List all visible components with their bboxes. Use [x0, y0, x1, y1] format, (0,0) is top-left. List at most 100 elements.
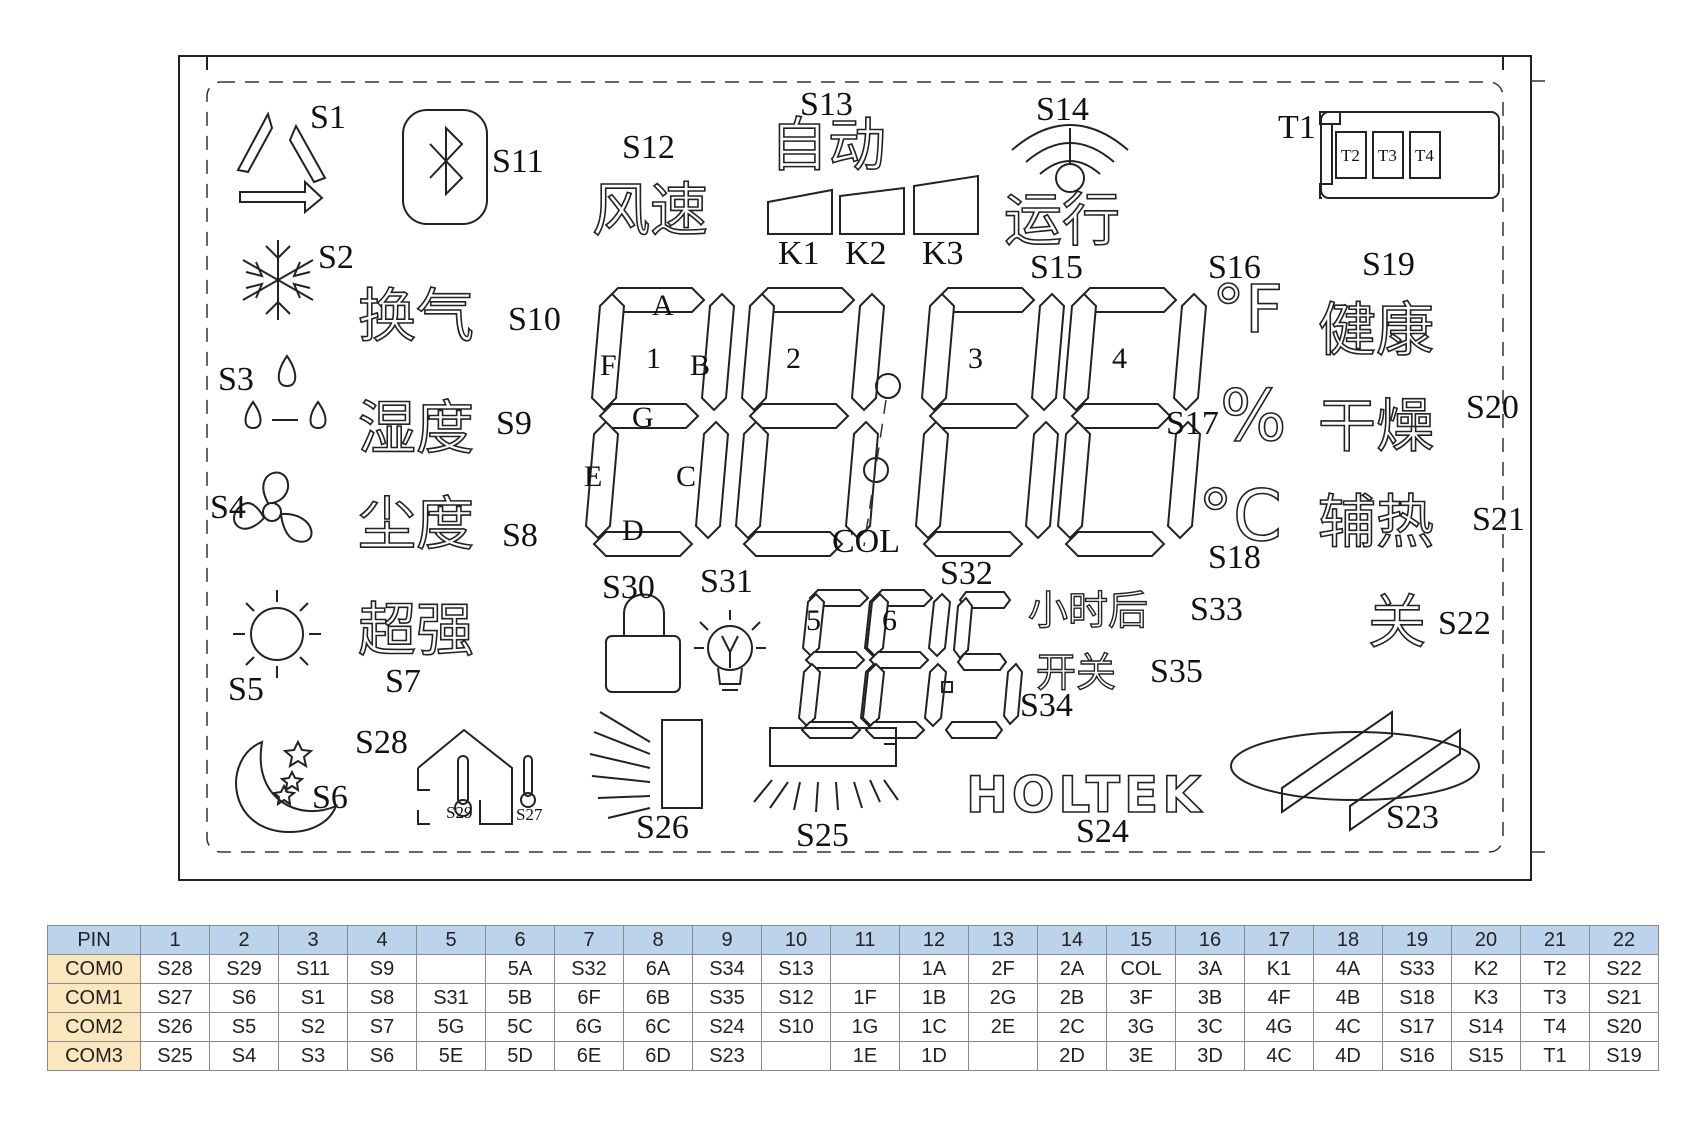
light-bulb-icon — [694, 610, 766, 691]
table-cell — [761, 1041, 831, 1071]
sun-icon — [233, 590, 321, 678]
pin-number-header: 15 — [1106, 925, 1176, 955]
com-row-label: COM0 — [47, 954, 141, 984]
pin-number-header: 1 — [140, 925, 210, 955]
table-cell: S32 — [554, 954, 624, 984]
table-cell: 4B — [1313, 983, 1383, 1013]
table-cell: S28 — [140, 954, 210, 984]
table-cell: 6G — [554, 1012, 624, 1042]
fahrenheit-symbol: °F — [1212, 271, 1283, 348]
table-cell: 6B — [623, 983, 693, 1013]
snowflake-icon — [242, 240, 314, 320]
table-cell: 6F — [554, 983, 624, 1013]
s13-label: S13 — [800, 86, 853, 123]
pin-number-header: 21 — [1520, 925, 1590, 955]
table-cell: S14 — [1451, 1012, 1521, 1042]
table-cell: K2 — [1451, 954, 1521, 984]
table-cell: 5A — [485, 954, 555, 984]
fengsu-text: 风速 — [592, 176, 708, 244]
s9-label: S9 — [496, 405, 532, 442]
table-cell: 1D — [899, 1041, 969, 1071]
s20-label: S20 — [1466, 389, 1519, 426]
table-cell: K3 — [1451, 983, 1521, 1013]
pin-number-header: 17 — [1244, 925, 1314, 955]
s34-label: S34 — [1020, 687, 1073, 724]
t3-label: T3 — [1378, 146, 1397, 165]
digit-2 — [735, 287, 885, 557]
seg-f-label: F — [600, 349, 617, 382]
pin-number-header: 5 — [416, 925, 486, 955]
s12-label: S12 — [622, 129, 675, 166]
s17-label: S17 — [1166, 405, 1219, 442]
table-cell: 2A — [1037, 954, 1107, 984]
s22-label: S22 — [1438, 605, 1491, 642]
s11-label: S11 — [492, 143, 544, 180]
digit-3-number: 3 — [968, 342, 983, 375]
digit-1 — [585, 287, 735, 557]
seg-c-label: C — [676, 460, 696, 493]
pin-number-header: 7 — [554, 925, 624, 955]
xiaoshihou-text: 小时后 — [1028, 588, 1148, 634]
table-cell: S13 — [761, 954, 831, 984]
s5-label: S5 — [228, 671, 264, 708]
table-cell: S7 — [347, 1012, 417, 1042]
lcd-segment-diagram: S1 S2 S3 S4 S5 S6 S11 换气 S10 — [178, 55, 1545, 881]
pin-number-header: 20 — [1451, 925, 1521, 955]
table-cell: S18 — [1382, 983, 1452, 1013]
chendu-text: 尘度 — [358, 490, 474, 558]
table-cell: S29 — [209, 954, 279, 984]
kaiguan-text: 开关 — [1036, 650, 1116, 696]
pin-number-header: 9 — [692, 925, 762, 955]
fure-text: 辅热 — [1318, 488, 1434, 556]
s8-label: S8 — [502, 517, 538, 554]
s10-label: S10 — [508, 301, 561, 338]
table-cell: S22 — [1589, 954, 1659, 984]
pin-number-header: 16 — [1175, 925, 1245, 955]
s26-label: S26 — [636, 809, 689, 846]
s24-label: S24 — [1076, 813, 1129, 850]
table-cell: S3 — [278, 1041, 348, 1071]
s16-label: S16 — [1208, 249, 1261, 286]
pin-number-header: 14 — [1037, 925, 1107, 955]
digit-3 — [915, 287, 1065, 557]
s35-label: S35 — [1150, 653, 1203, 690]
s2-label: S2 — [318, 239, 354, 276]
recycle-icon — [236, 111, 327, 215]
zidong-text: 自动 — [770, 111, 886, 179]
table-cell: 5C — [485, 1012, 555, 1042]
decimal-point — [941, 681, 953, 693]
digit-s32 — [944, 591, 1024, 739]
pin-number-header: 18 — [1313, 925, 1383, 955]
table-cell: S16 — [1382, 1041, 1452, 1071]
s25-label: S25 — [796, 817, 849, 854]
table-cell: 6C — [623, 1012, 693, 1042]
table-cell: S31 — [416, 983, 486, 1013]
s6-label: S6 — [312, 779, 348, 816]
holtek-logo: HOLTEK — [966, 766, 1205, 824]
jiankang-text: 健康 — [1318, 296, 1434, 364]
pin-number-header: 12 — [899, 925, 969, 955]
com-row-label: COM3 — [47, 1041, 141, 1071]
bluetooth-icon — [402, 109, 488, 225]
pin-number-header: 13 — [968, 925, 1038, 955]
s32-label: S32 — [940, 555, 993, 592]
viewing-area-frame — [206, 81, 1504, 853]
horizontal-swing-icon — [753, 727, 899, 813]
celsius-symbol: °C — [1198, 475, 1282, 557]
chaoqiang-text: 超强 — [358, 596, 474, 664]
digit-1-number: 1 — [646, 342, 661, 375]
table-cell: T3 — [1520, 983, 1590, 1013]
table-cell — [416, 954, 486, 984]
table-cell: 2B — [1037, 983, 1107, 1013]
table-cell: S17 — [1382, 1012, 1452, 1042]
colon — [863, 373, 901, 547]
table-cell: S21 — [1589, 983, 1659, 1013]
table-cell: 4G — [1244, 1012, 1314, 1042]
table-cell: S26 — [140, 1012, 210, 1042]
indoor-thermometer-icon — [417, 728, 536, 825]
pin-number-header: 3 — [278, 925, 348, 955]
table-cell: S20 — [1589, 1012, 1659, 1042]
s19-label: S19 — [1362, 246, 1415, 283]
